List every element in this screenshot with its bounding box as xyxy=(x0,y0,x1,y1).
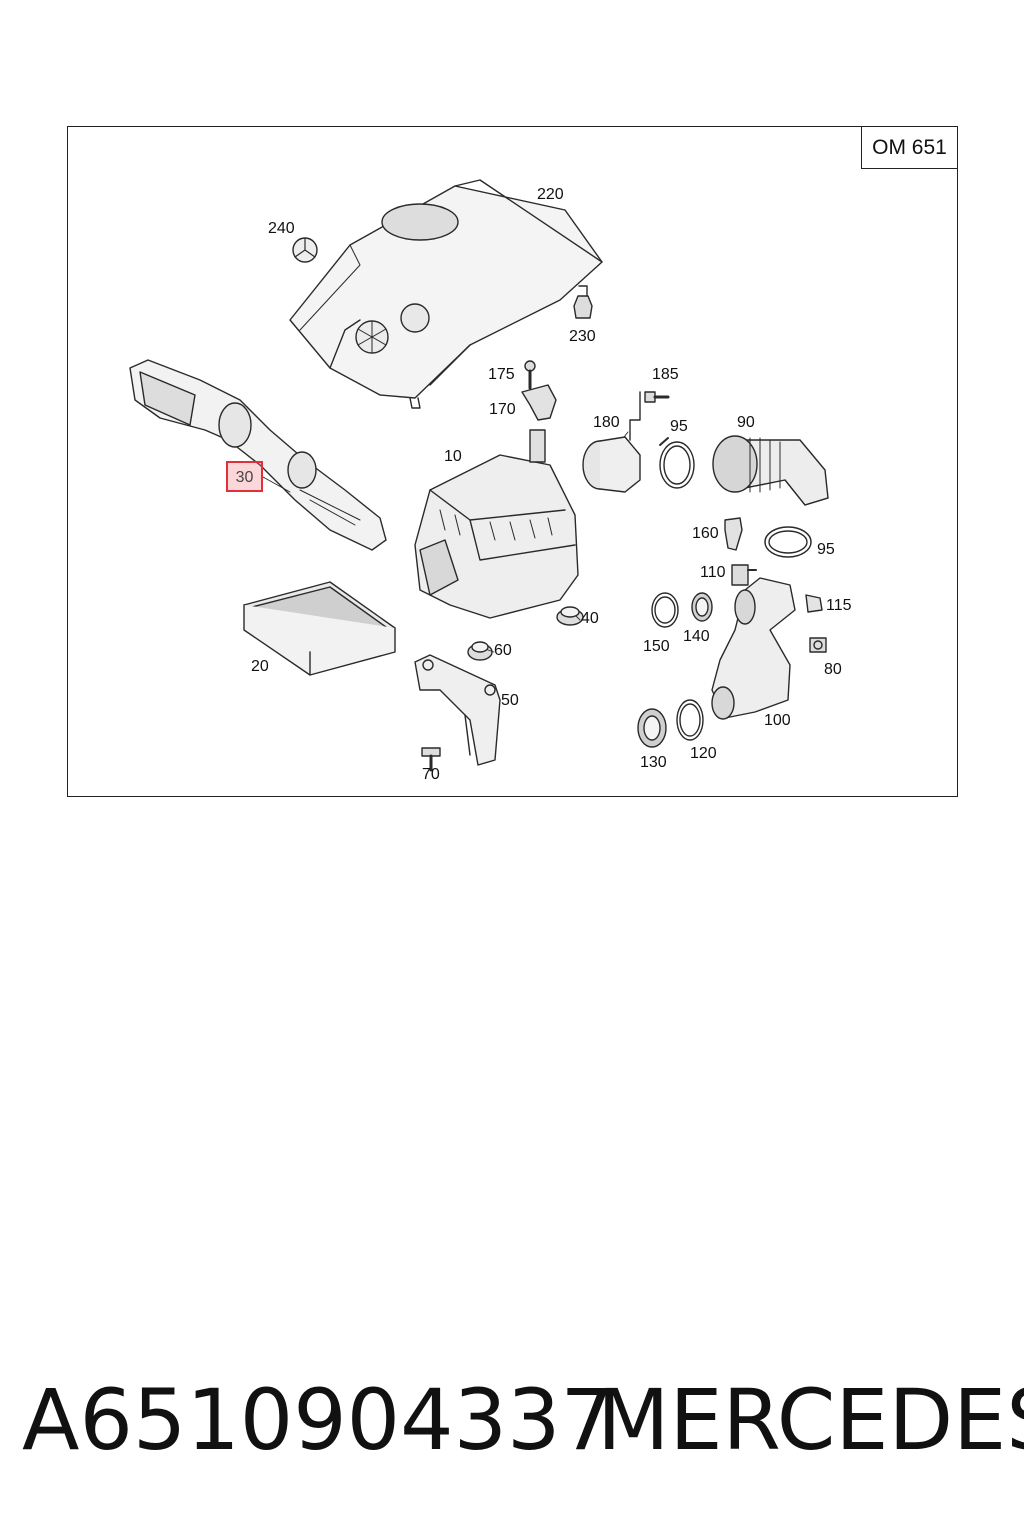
label-part-180: 180 xyxy=(593,414,620,431)
label-part-220: 220 xyxy=(537,186,564,203)
bolt-part-70 xyxy=(421,747,441,772)
label-part-170: 170 xyxy=(489,401,516,418)
clamp-part-150 xyxy=(651,592,679,628)
diagram-frame xyxy=(67,126,958,797)
label-part-185: 185 xyxy=(652,366,679,383)
label-part-130: 130 xyxy=(640,754,667,771)
filter-housing-part-10 xyxy=(414,429,579,619)
engine-code-box: OM 651 xyxy=(861,126,958,169)
grommet-part-60 xyxy=(467,641,493,661)
brand-name: MERCEDES xyxy=(597,1371,1024,1469)
label-part-50: 50 xyxy=(501,692,519,709)
intake-duct-part-30 xyxy=(129,359,387,551)
label-part-70: 70 xyxy=(422,766,440,783)
bolt-part-175 xyxy=(524,360,536,390)
label-part-150: 150 xyxy=(643,638,670,655)
label-part-160: 160 xyxy=(692,525,719,542)
highlighted-part-label-30: 30 xyxy=(226,461,263,492)
star-emblem-part-240 xyxy=(292,237,318,263)
clamp-part-120 xyxy=(676,699,704,741)
connector-part-110 xyxy=(731,564,757,586)
label-part-120: 120 xyxy=(690,745,717,762)
seal-part-140 xyxy=(691,592,713,622)
intake-pipe-part-100 xyxy=(711,577,796,720)
clip-part-115 xyxy=(805,594,823,613)
label-part-90: 90 xyxy=(737,414,755,431)
label-part-80: 80 xyxy=(824,661,842,678)
bracket-part-50 xyxy=(414,654,501,766)
part-number: A6510904337 xyxy=(22,1371,614,1469)
label-part-100: 100 xyxy=(764,712,791,729)
grommet-part-40 xyxy=(556,606,584,626)
flange-part-180 xyxy=(582,391,641,493)
label-part-175: 175 xyxy=(488,366,515,383)
label-part-110: 110 xyxy=(700,564,726,581)
label-part-95-upper: 95 xyxy=(670,418,688,435)
label-part-230: 230 xyxy=(569,328,596,345)
seal-part-130 xyxy=(637,708,667,748)
leader-lines xyxy=(262,431,629,653)
label-part-240: 240 xyxy=(268,220,295,237)
label-part-10: 10 xyxy=(444,448,462,465)
label-part-115: 115 xyxy=(826,597,852,614)
label-part-95-lower: 95 xyxy=(817,541,835,558)
label-part-140: 140 xyxy=(683,628,710,645)
clamp-part-95-lower xyxy=(764,526,812,558)
engine-cover-part-220 xyxy=(289,179,603,409)
bolt-part-80 xyxy=(809,637,827,653)
label-part-60: 60 xyxy=(494,642,512,659)
sensor-part-170 xyxy=(521,384,557,421)
label-part-40: 40 xyxy=(581,610,599,627)
fitting-part-160 xyxy=(724,517,743,551)
bolt-part-185 xyxy=(644,391,670,403)
hose-part-90 xyxy=(712,435,829,506)
label-part-20: 20 xyxy=(251,658,269,675)
grommet-part-230 xyxy=(573,285,593,319)
clamp-part-95-upper xyxy=(659,437,695,489)
filter-element-part-20 xyxy=(243,581,396,676)
